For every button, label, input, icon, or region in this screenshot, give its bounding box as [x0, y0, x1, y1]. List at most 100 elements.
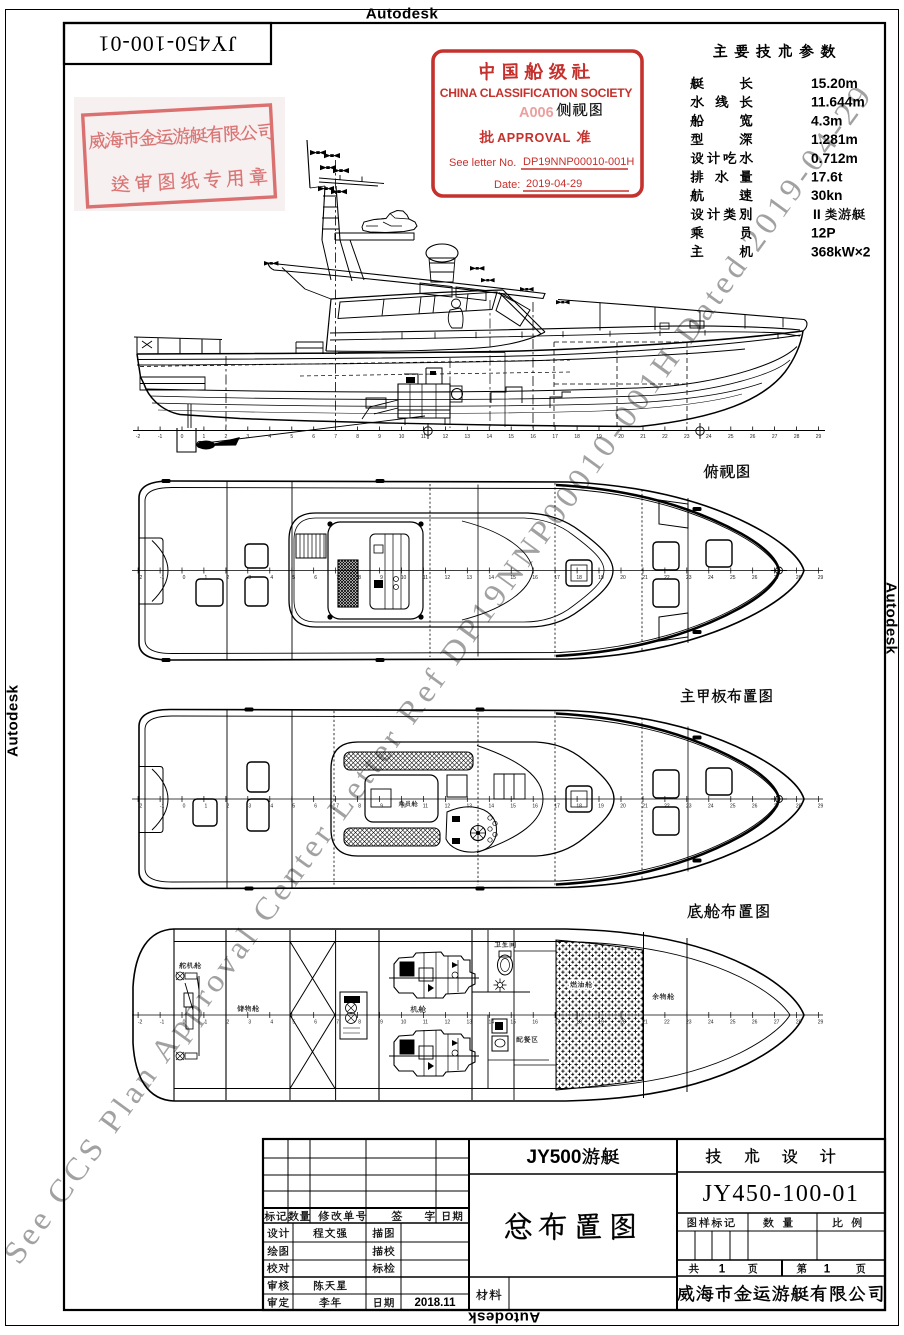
svg-text:6: 6: [312, 434, 315, 440]
svg-text:-1: -1: [160, 1020, 165, 1026]
svg-text:JY450-100-01: JY450-100-01: [703, 1181, 860, 1207]
svg-text:7: 7: [334, 434, 337, 440]
svg-text:6: 6: [314, 804, 317, 810]
svg-text:15: 15: [510, 575, 516, 581]
svg-text:23: 23: [686, 804, 692, 810]
svg-text:2: 2: [227, 804, 230, 810]
svg-text:13: 13: [467, 575, 473, 581]
svg-text:21: 21: [642, 575, 648, 581]
svg-text:19: 19: [598, 1020, 604, 1026]
svg-text:13: 13: [465, 434, 471, 440]
svg-text:1: 1: [205, 1020, 208, 1026]
svg-text:29: 29: [818, 1020, 824, 1026]
svg-text:25: 25: [728, 434, 734, 440]
svg-text:8: 8: [358, 575, 361, 581]
svg-text:11: 11: [423, 804, 428, 810]
svg-text:29: 29: [816, 434, 822, 440]
svg-text:5: 5: [292, 1020, 295, 1026]
svg-text:27: 27: [774, 804, 780, 810]
svg-text:26: 26: [752, 1020, 758, 1026]
svg-text:30kn: 30kn: [811, 188, 842, 203]
svg-text:Date:: Date:: [494, 179, 520, 191]
svg-text:28: 28: [794, 434, 800, 440]
svg-text:0: 0: [181, 434, 184, 440]
svg-text:II: II: [813, 207, 821, 222]
svg-text:4: 4: [270, 804, 273, 810]
svg-text:24: 24: [708, 804, 714, 810]
svg-text:4: 4: [270, 1020, 273, 1026]
svg-text:4: 4: [268, 434, 271, 440]
svg-text:29: 29: [818, 575, 824, 581]
svg-text:20: 20: [620, 1020, 626, 1026]
svg-text:-2: -2: [138, 804, 143, 810]
svg-text:8: 8: [358, 804, 361, 810]
svg-text:Autodesk: Autodesk: [468, 1309, 541, 1326]
svg-text:26: 26: [750, 434, 756, 440]
svg-text:9: 9: [380, 1020, 383, 1026]
svg-text:7: 7: [336, 1020, 339, 1026]
svg-text:DP19NNP00010-001H: DP19NNP00010-001H: [523, 156, 634, 168]
svg-text:25: 25: [730, 575, 736, 581]
svg-text:2: 2: [225, 434, 228, 440]
svg-text:5: 5: [290, 434, 293, 440]
svg-text:29: 29: [818, 804, 824, 810]
svg-text:10: 10: [399, 434, 405, 440]
svg-text:Autodesk: Autodesk: [5, 684, 22, 757]
svg-text:17: 17: [554, 1020, 560, 1026]
svg-text:26: 26: [752, 804, 758, 810]
svg-text:20: 20: [618, 434, 624, 440]
svg-text:19: 19: [596, 434, 602, 440]
svg-text:21: 21: [642, 804, 648, 810]
svg-text:18: 18: [576, 1020, 582, 1026]
svg-text:9: 9: [380, 575, 383, 581]
svg-text:23: 23: [686, 1020, 692, 1026]
svg-text:Autodesk: Autodesk: [366, 6, 439, 23]
svg-text:0: 0: [183, 804, 186, 810]
svg-text:16: 16: [532, 1020, 538, 1026]
svg-text:16: 16: [532, 575, 538, 581]
svg-text:15: 15: [508, 434, 514, 440]
svg-text:2019-04-29: 2019-04-29: [526, 178, 582, 190]
svg-text:7: 7: [336, 804, 339, 810]
svg-text:24: 24: [708, 1020, 714, 1026]
svg-text:9: 9: [378, 434, 381, 440]
svg-text:Autodesk: Autodesk: [883, 582, 900, 655]
svg-text:11.644m: 11.644m: [811, 95, 865, 110]
svg-text:See letter No.: See letter No.: [449, 157, 516, 169]
svg-text:6: 6: [314, 575, 317, 581]
svg-text:21: 21: [642, 1020, 648, 1026]
svg-text:-1: -1: [160, 804, 165, 810]
svg-text:-1: -1: [160, 575, 165, 581]
svg-text:25: 25: [730, 1020, 736, 1026]
svg-text:3: 3: [248, 804, 251, 810]
svg-text:18: 18: [574, 434, 580, 440]
svg-text:12: 12: [445, 575, 451, 581]
svg-text:26: 26: [752, 575, 758, 581]
svg-text:18: 18: [576, 575, 582, 581]
svg-text:9: 9: [380, 804, 383, 810]
svg-text:1: 1: [205, 804, 208, 810]
svg-text:11: 11: [423, 575, 428, 581]
svg-text:A006: A006: [519, 105, 554, 121]
svg-text:11: 11: [421, 434, 426, 440]
svg-text:-2: -2: [136, 434, 141, 440]
svg-text:APPROVAL: APPROVAL: [497, 131, 571, 145]
svg-text:24: 24: [708, 575, 714, 581]
svg-text:14: 14: [489, 1020, 495, 1026]
svg-text:2018.11: 2018.11: [415, 1297, 457, 1309]
svg-text:11: 11: [423, 1020, 428, 1026]
svg-text:12: 12: [443, 434, 449, 440]
svg-text:8: 8: [356, 434, 359, 440]
svg-text:5: 5: [292, 804, 295, 810]
svg-text:3: 3: [248, 575, 251, 581]
svg-text:28: 28: [796, 804, 802, 810]
svg-text:0: 0: [183, 1020, 186, 1026]
svg-text:2: 2: [227, 1020, 230, 1026]
svg-text:28: 28: [796, 1020, 802, 1026]
svg-text:See CCS Plan Approval Center L: See CCS Plan Approval Center Letter Ref …: [0, 76, 880, 1270]
svg-text:CHINA CLASSIFICATION SOCIETY: CHINA CLASSIFICATION SOCIETY: [440, 86, 633, 100]
svg-text:1: 1: [719, 1264, 726, 1276]
svg-text:19: 19: [598, 575, 604, 581]
svg-text:14: 14: [489, 804, 495, 810]
svg-text:1: 1: [203, 434, 206, 440]
